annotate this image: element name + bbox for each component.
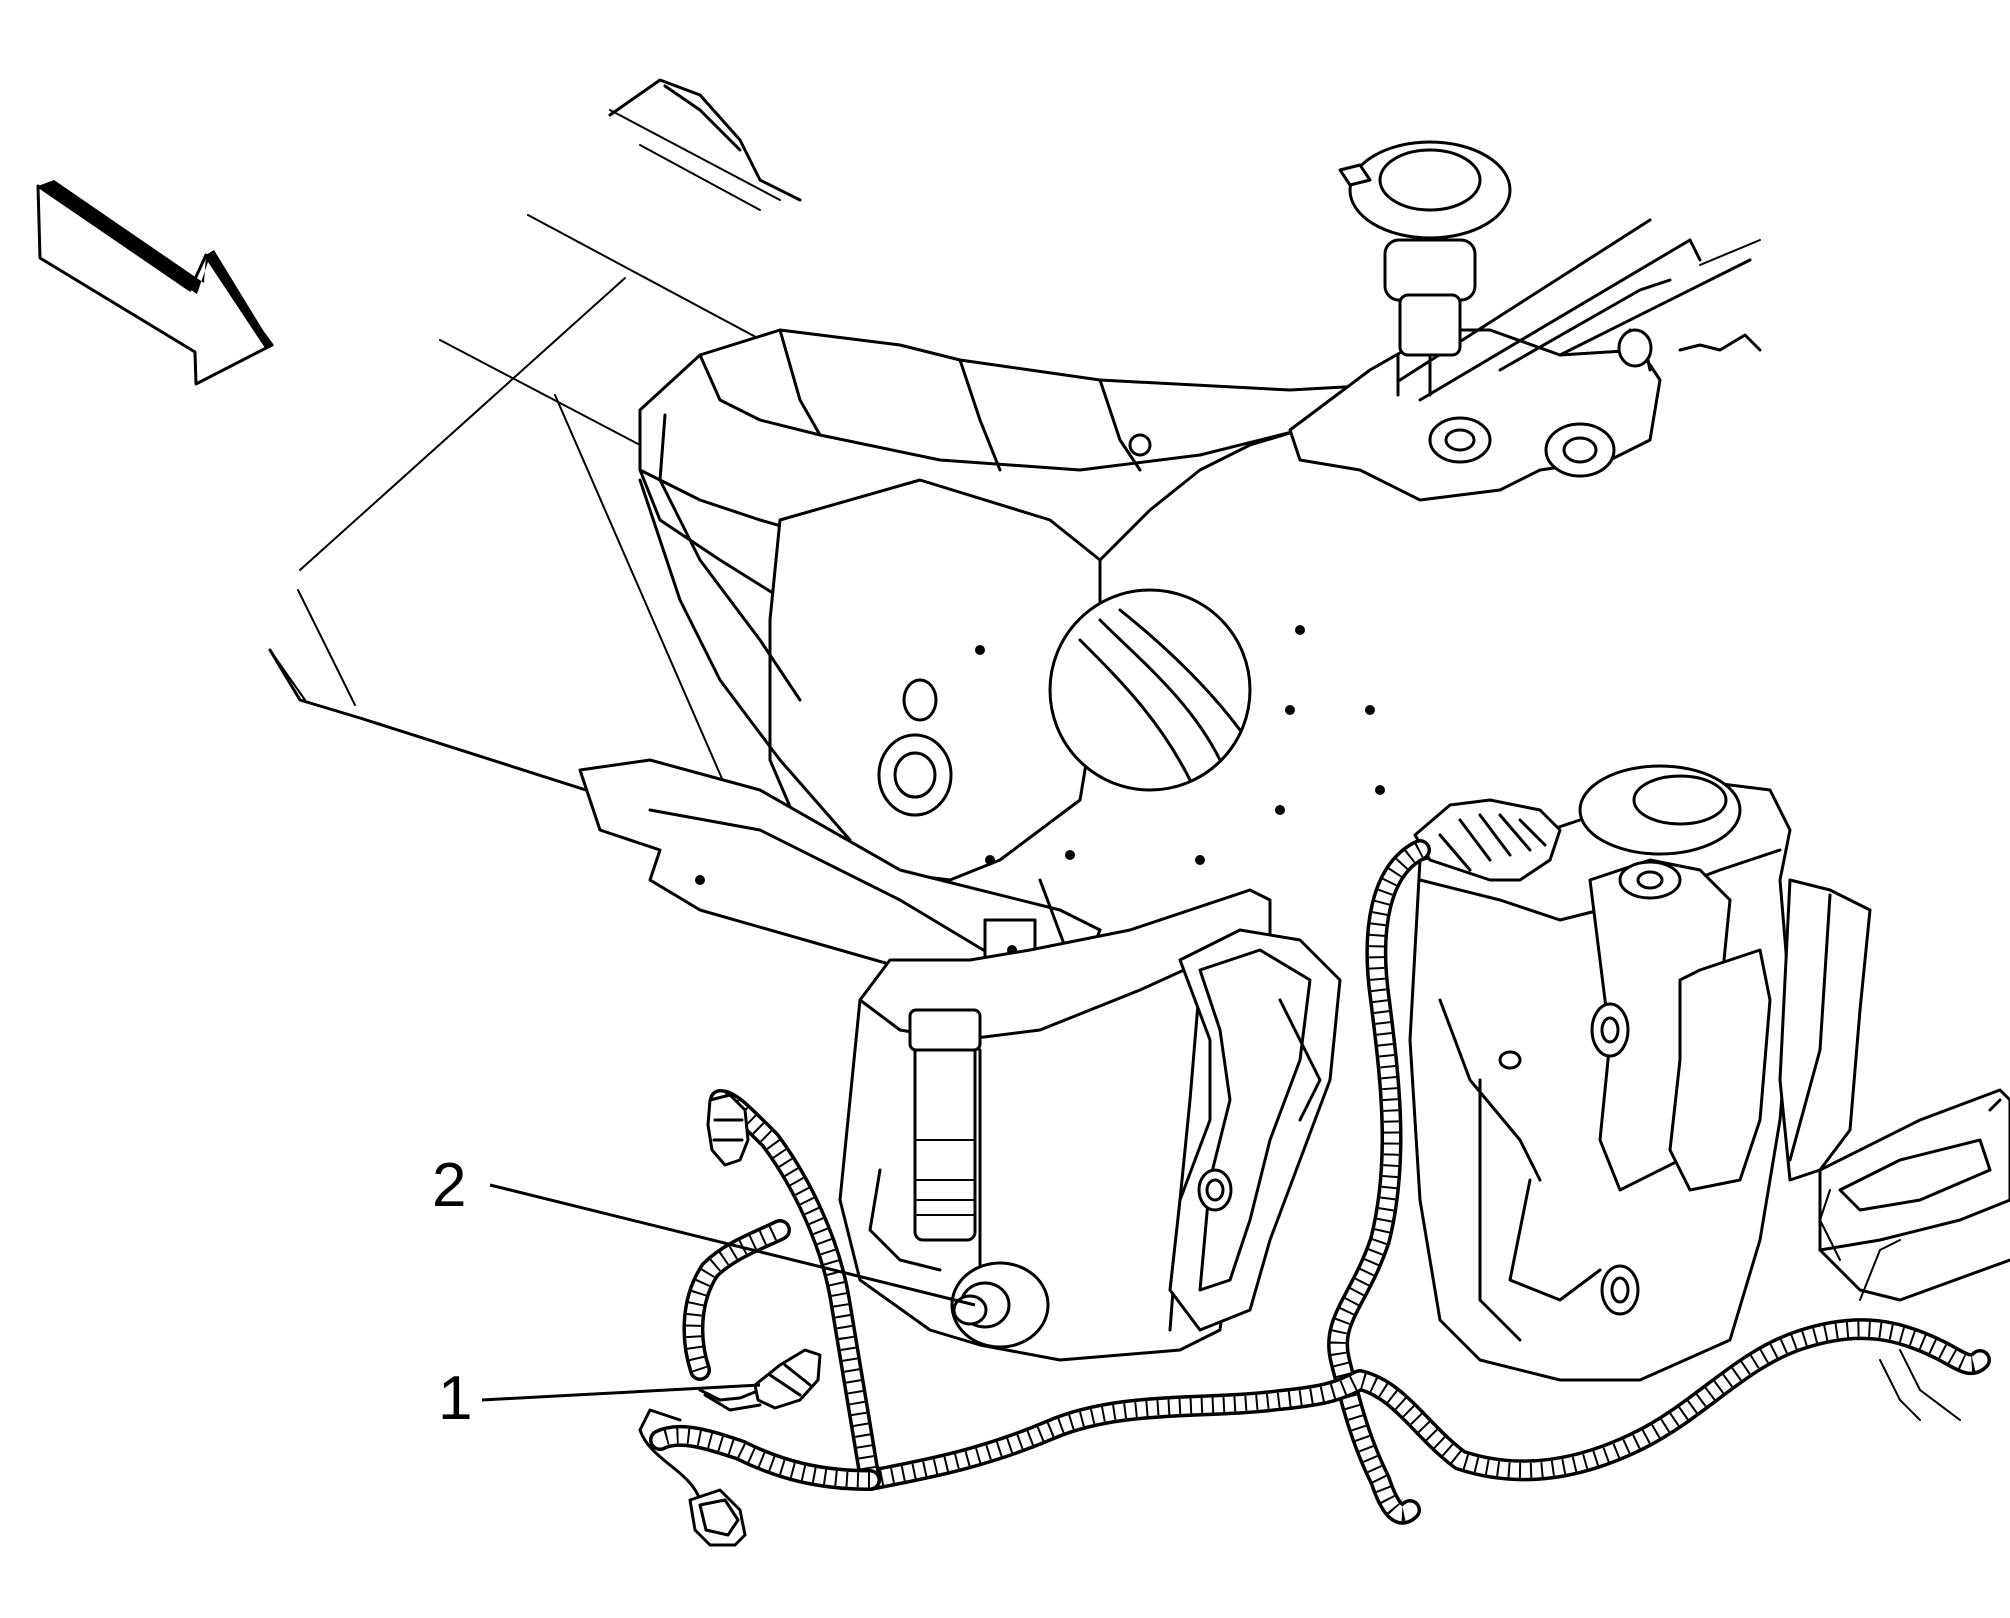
upper-connector	[1413, 798, 1562, 882]
connector-1	[698, 1348, 822, 1412]
upper-left-connector	[706, 1093, 750, 1167]
callout-label-2: 2	[432, 1151, 467, 1220]
lower-left-connector	[638, 1408, 747, 1547]
left-frame-bracket	[638, 413, 1385, 882]
middle-bracket	[1168, 928, 1342, 1332]
center-body	[838, 888, 1272, 1362]
leader-line-1	[481, 1383, 761, 1402]
direction-arrow-icon	[36, 180, 274, 386]
callout-leaders	[481, 1183, 976, 1402]
wiring-harness	[649, 839, 1991, 1525]
right-bracket	[1408, 764, 2010, 1382]
strut-top	[1338, 140, 1512, 397]
callout-label-1: 1	[438, 1364, 473, 1433]
leader-line-2	[489, 1183, 976, 1307]
